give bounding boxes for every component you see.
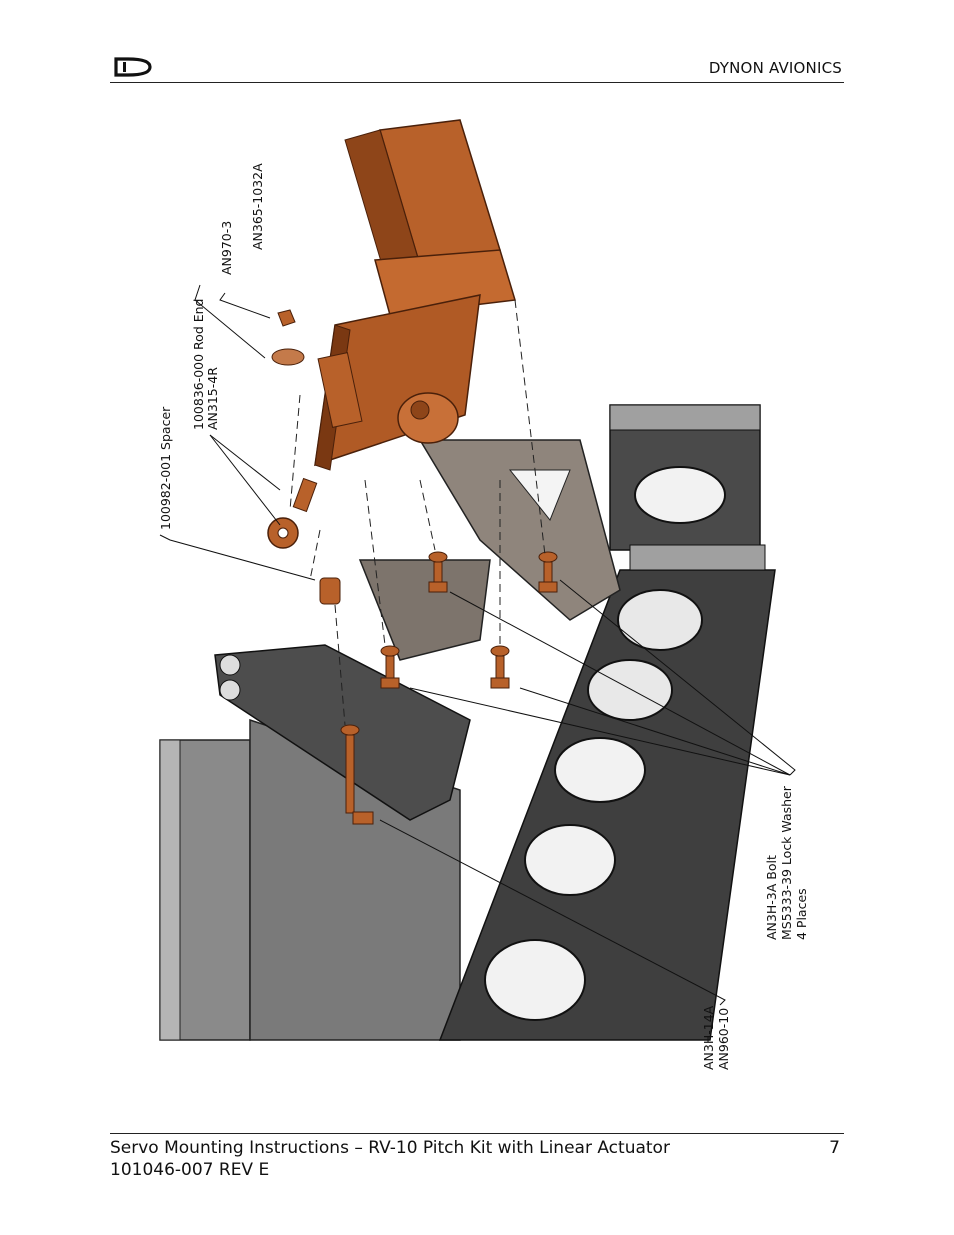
linear-actuator-servo — [314, 119, 516, 471]
callout-an365: AN365-1032A — [250, 163, 265, 250]
dynon-logo-icon — [114, 57, 152, 77]
callout-an960: AN960-10 — [716, 1008, 731, 1070]
exploded-assembly-drawing: AN365-1032A AN970-3 100836-000 Rod End A… — [158, 119, 809, 1070]
spar-frame — [159, 404, 776, 1041]
callout-labels: AN365-1032A AN970-3 100836-000 Rod End A… — [158, 163, 809, 1070]
page-footer: Servo Mounting Instructions – RV-10 Pitc… — [110, 1133, 844, 1180]
page-number: 7 — [829, 1138, 840, 1158]
leader-lines — [159, 284, 796, 1006]
callout-an315: AN315-4R — [205, 367, 220, 430]
alignment-lines — [289, 299, 546, 726]
callout-places: 4 Places — [794, 888, 809, 940]
hardware-parts — [267, 309, 558, 825]
callout-lock-washer: MS5333-39 Lock Washer — [779, 785, 794, 940]
callout-spacer: 100982-001 Spacer — [158, 406, 173, 530]
callout-an3h14: AN3H-14A — [701, 1005, 716, 1070]
page-header: DYNON AVIONICS — [110, 52, 844, 83]
company-name: DYNON AVIONICS — [708, 59, 842, 77]
callout-an970: AN970-3 — [219, 221, 234, 275]
callout-rod-end: 100836-000 Rod End — [191, 299, 206, 431]
document-number: 101046-007 REV E — [110, 1160, 270, 1180]
callout-bolt: AN3H-3A Bolt — [764, 855, 779, 940]
document-title: Servo Mounting Instructions – RV-10 Pitc… — [110, 1138, 670, 1158]
